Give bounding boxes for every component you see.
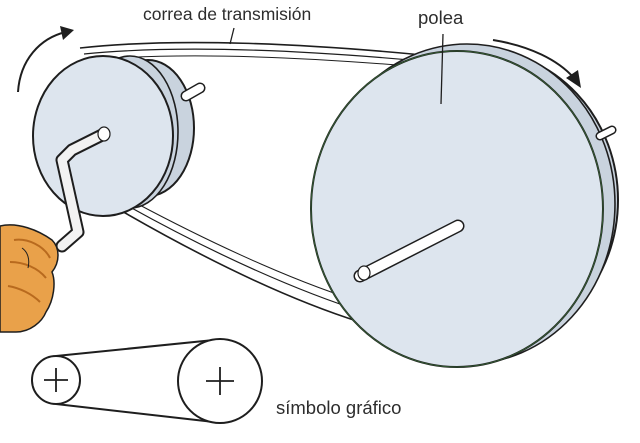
large-pulley: [310, 43, 619, 368]
graphic-symbol: [31, 338, 263, 424]
belt-label: correa de transmisión: [143, 4, 312, 24]
belt-leader-line: [229, 27, 235, 45]
rotation-arrow-left: [17, 26, 74, 93]
pulley-label: polea: [418, 7, 464, 28]
small-pulley-shaft: [180, 82, 206, 102]
crank-handle: [55, 126, 111, 253]
rotation-arrow-right: [492, 39, 581, 88]
hand: [0, 224, 59, 333]
small-pulley: [32, 55, 195, 217]
symbol-label: símbolo gráfico: [276, 397, 402, 418]
pulley-leader-line: [440, 33, 444, 105]
large-pulley-shaft: [353, 125, 617, 283]
